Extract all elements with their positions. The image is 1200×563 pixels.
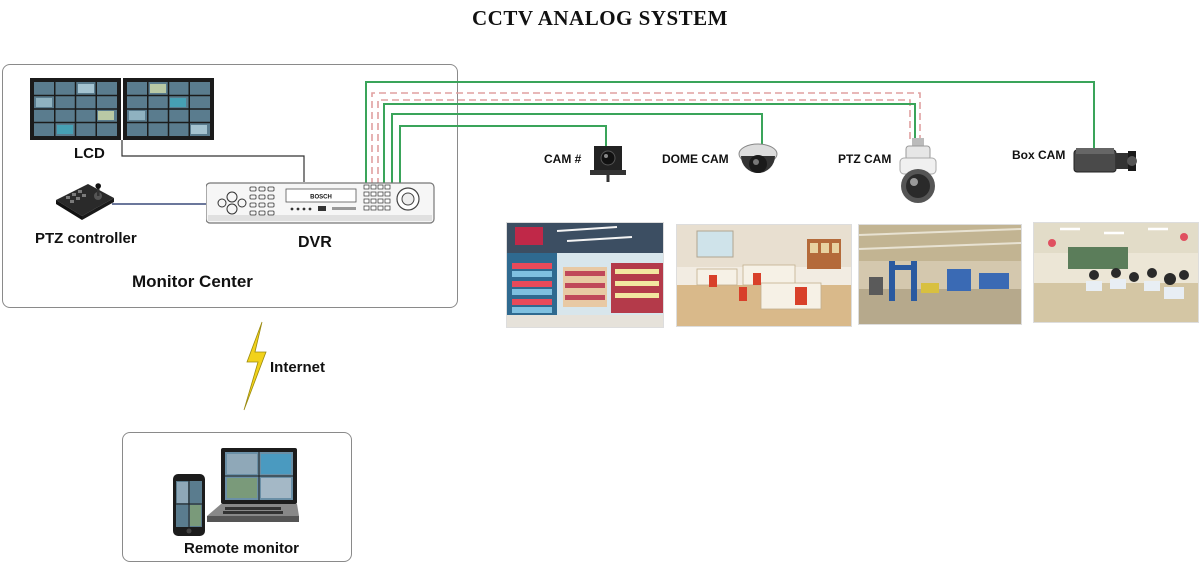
ptz-controller-label: PTZ controller bbox=[35, 230, 137, 247]
ptz-cam-label: PTZ CAM bbox=[838, 152, 892, 166]
internet-lightning-icon bbox=[243, 321, 267, 411]
classroom-photo bbox=[1033, 222, 1199, 323]
supermarket-photo bbox=[506, 222, 664, 328]
dome-cam-cable bbox=[391, 113, 763, 185]
ptz-controller-icon bbox=[52, 178, 116, 220]
dvr-brand-text: BOSCH bbox=[310, 195, 332, 201]
cam-hash-label: CAM # bbox=[544, 152, 582, 166]
dome-cam-label: DOME CAM bbox=[662, 152, 729, 166]
lcd-to-dvr-cable bbox=[121, 140, 305, 182]
cam-hash-cable bbox=[399, 125, 607, 185]
ptz-control-cable-1 bbox=[371, 92, 921, 185]
ptz-cam-cable bbox=[383, 103, 916, 185]
dvr-label: DVR bbox=[298, 234, 332, 251]
ptz-camera-icon bbox=[896, 138, 940, 208]
box-cam-cable bbox=[365, 81, 1095, 185]
smartphone-icon bbox=[173, 474, 205, 536]
dome-camera-icon bbox=[737, 140, 779, 184]
remote-monitor-label: Remote monitor bbox=[184, 540, 300, 557]
box-camera-icon bbox=[1072, 144, 1138, 180]
dvr-device-icon: BOSCH bbox=[205, 181, 436, 225]
monitor-center-label: Monitor Center bbox=[132, 272, 253, 291]
internet-label: Internet bbox=[270, 359, 326, 376]
laptop-icon bbox=[205, 446, 301, 534]
lcd-label: LCD bbox=[74, 145, 105, 162]
factory-photo bbox=[858, 224, 1022, 325]
lcd-monitor-icon bbox=[30, 78, 214, 140]
box-cam-label: Box CAM bbox=[1012, 148, 1066, 162]
ptz-control-cable-2 bbox=[377, 99, 911, 185]
mini-camera-icon bbox=[588, 140, 628, 184]
office-photo bbox=[676, 224, 852, 327]
diagram-title: CCTV ANALOG SYSTEM bbox=[472, 6, 728, 30]
